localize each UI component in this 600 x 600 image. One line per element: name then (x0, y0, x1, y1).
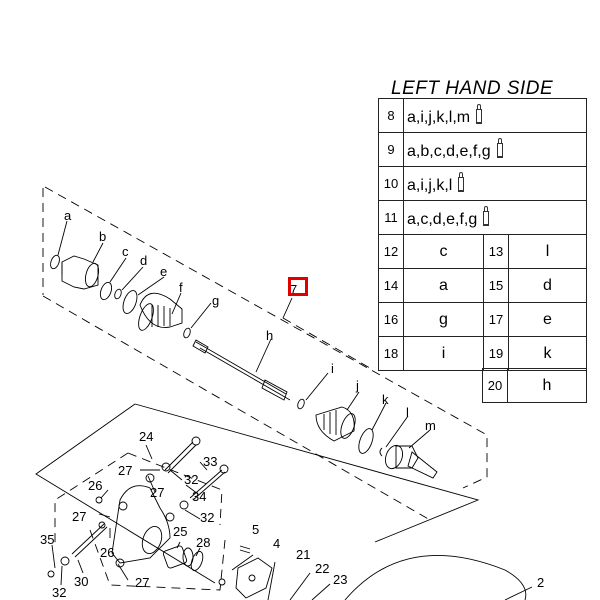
row-value: a (403, 268, 484, 303)
row-number: 14 (378, 268, 404, 303)
label-d: d (140, 253, 147, 268)
row-value: g (403, 302, 484, 337)
row-number: 11 (378, 200, 404, 235)
svg-text:32: 32 (52, 585, 66, 600)
label-7: 7 (290, 282, 297, 297)
shaft-assembly-dashed-border (42, 186, 488, 521)
bolt-34 (189, 469, 226, 501)
row-parts: a,b,c,d,e,f,g (403, 132, 587, 167)
table-row[interactable]: 9 a,b,c,d,e,f,g (378, 132, 587, 167)
row-number: 12 (378, 234, 404, 269)
svg-text:30: 30 (74, 574, 88, 589)
svg-text:23: 23 (333, 572, 347, 587)
svg-text:32: 32 (184, 472, 198, 487)
row-number: 16 (378, 302, 404, 337)
arm-assembly-outline (35, 403, 480, 584)
grease-tube-icon (458, 172, 465, 193)
svg-text:32: 32 (200, 510, 214, 525)
label-k: k (382, 392, 389, 407)
svg-text:27: 27 (118, 463, 132, 478)
kit-table: 8 a,i,j,k,l,m 9 a,b,c,d,e,f,g 10 a,i,j,k… (378, 98, 587, 235)
pin-30 (71, 523, 108, 558)
svg-text:2: 2 (537, 575, 544, 590)
svg-text:27: 27 (135, 575, 149, 590)
table-row[interactable]: 18 i 19 k (378, 336, 587, 371)
inner-joint-m (384, 444, 438, 479)
table-row[interactable]: 11 a,c,d,e,f,g (378, 200, 587, 235)
svg-text:33: 33 (203, 454, 217, 469)
svg-text:25: 25 (173, 524, 187, 539)
last-row-table: 20 h (482, 368, 587, 403)
row-value: i (403, 336, 484, 371)
label-l: l (406, 405, 409, 420)
boot-j (315, 406, 356, 442)
boot-f (138, 292, 183, 331)
row-value: e (508, 302, 587, 337)
grease-tube-icon (476, 104, 483, 125)
svg-text:22: 22 (315, 561, 329, 576)
table-row[interactable]: 12 c 13 l (378, 234, 587, 269)
row-value: l (508, 234, 587, 269)
label-a: a (64, 208, 72, 223)
row-number: 13 (483, 234, 509, 269)
highlight-box-item-7[interactable] (288, 277, 308, 296)
label-c: c (122, 244, 129, 259)
table-row[interactable]: 10 a,i,j,k,l (378, 166, 587, 201)
number-labels: 24 27 33 32 26 27 34 32 27 25 28 35 26 3… (40, 429, 544, 600)
label-g: g (212, 293, 219, 308)
row-number: 19 (483, 336, 509, 371)
svg-text:4: 4 (273, 536, 280, 551)
shaft-h (192, 339, 291, 401)
row-parts: a,i,j,k,l (403, 166, 587, 201)
swing-arm (111, 485, 171, 568)
grease-tube-icon (496, 138, 504, 159)
label-e: e (160, 264, 167, 279)
row-parts: a,c,d,e,f,g (403, 200, 587, 235)
row-value: h (507, 368, 587, 403)
row-value: k (508, 336, 587, 371)
table-row[interactable]: 16 g 17 e (378, 302, 587, 337)
svg-text:5: 5 (252, 522, 259, 537)
row-value: d (508, 268, 587, 303)
svg-text:27: 27 (72, 509, 86, 524)
label-b: b (99, 229, 106, 244)
table-row[interactable]: 8 a,i,j,k,l,m (378, 98, 587, 133)
label-h: h (266, 328, 273, 343)
table-title: LEFT HAND SIDE (391, 78, 554, 99)
svg-text:27: 27 (150, 485, 164, 500)
leader-7 (282, 297, 293, 319)
svg-text:26: 26 (100, 545, 114, 560)
label-i: i (331, 361, 334, 376)
outer-joint-b (61, 255, 100, 290)
row-value: c (403, 234, 484, 269)
grease-tube-icon (483, 206, 490, 227)
pair-table: 12 c 13 l 14 a 15 d 16 g 17 e 18 i 19 k (378, 234, 587, 371)
row-parts: a,i,j,k,l,m (403, 98, 587, 133)
label-f: f (179, 280, 183, 295)
letter-labels: a b c d e f g h i j k l m 7 (64, 208, 436, 433)
row-number: 18 (378, 336, 404, 371)
svg-text:26: 26 (88, 478, 102, 493)
table-row[interactable]: 14 a 15 d (378, 268, 587, 303)
label-j: j (355, 378, 359, 393)
row-number: 8 (378, 98, 404, 133)
label-m: m (425, 418, 436, 433)
row-number: 9 (378, 132, 404, 167)
svg-text:21: 21 (296, 547, 310, 562)
row-number: 15 (483, 268, 509, 303)
svg-text:24: 24 (139, 429, 153, 444)
row-number: 17 (483, 302, 509, 337)
table-row[interactable]: 20 h (482, 368, 587, 403)
row-number: 10 (378, 166, 404, 201)
svg-text:34: 34 (192, 489, 206, 504)
svg-text:35: 35 (40, 532, 54, 547)
svg-text:28: 28 (196, 535, 210, 550)
row-number: 20 (482, 368, 508, 403)
